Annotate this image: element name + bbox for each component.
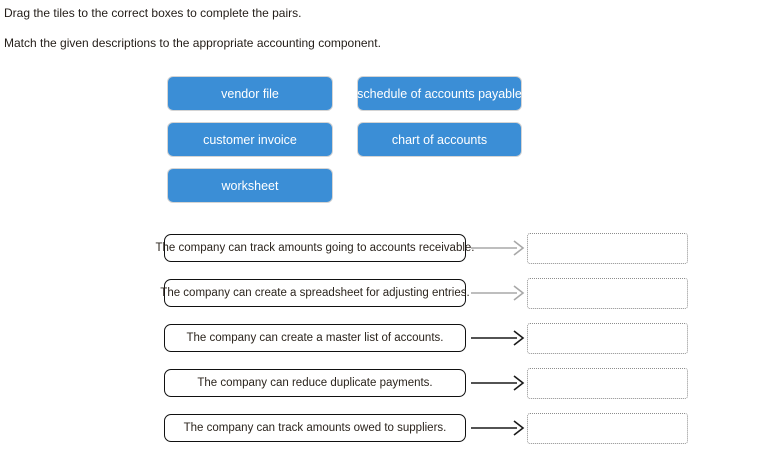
draggable-tile[interactable]: customer invoice — [168, 123, 332, 156]
description-box: The company can create a spreadsheet for… — [160, 279, 470, 307]
arrow-right-icon — [470, 278, 526, 308]
instruction-line-2: Match the given descriptions to the appr… — [4, 36, 381, 50]
drop-zone[interactable] — [527, 278, 688, 309]
drop-zone[interactable] — [527, 233, 688, 264]
matching-row: The company can track amounts going to a… — [0, 233, 766, 264]
drop-zone[interactable] — [527, 413, 688, 444]
draggable-tile[interactable]: vendor file — [168, 77, 332, 110]
drop-zone[interactable] — [527, 368, 688, 399]
matching-row: The company can create a master list of … — [0, 323, 766, 354]
description-box: The company can create a master list of … — [164, 324, 466, 352]
drop-zone[interactable] — [527, 323, 688, 354]
matching-row: The company can track amounts owed to su… — [0, 413, 766, 444]
arrow-right-icon — [470, 413, 526, 443]
description-box: The company can track amounts owed to su… — [164, 414, 466, 442]
matching-row: The company can reduce duplicate payment… — [0, 368, 766, 399]
arrow-right-icon — [470, 368, 526, 398]
draggable-tile[interactable]: schedule of accounts payable — [357, 77, 522, 110]
description-box: The company can track amounts going to a… — [156, 234, 475, 262]
matching-row: The company can create a spreadsheet for… — [0, 278, 766, 309]
draggable-tile[interactable]: worksheet — [168, 169, 332, 202]
instruction-line-1: Drag the tiles to the correct boxes to c… — [4, 6, 302, 20]
arrow-right-icon — [470, 323, 526, 353]
draggable-tile[interactable]: chart of accounts — [358, 123, 521, 156]
description-box: The company can reduce duplicate payment… — [164, 369, 466, 397]
arrow-right-icon — [470, 233, 526, 263]
